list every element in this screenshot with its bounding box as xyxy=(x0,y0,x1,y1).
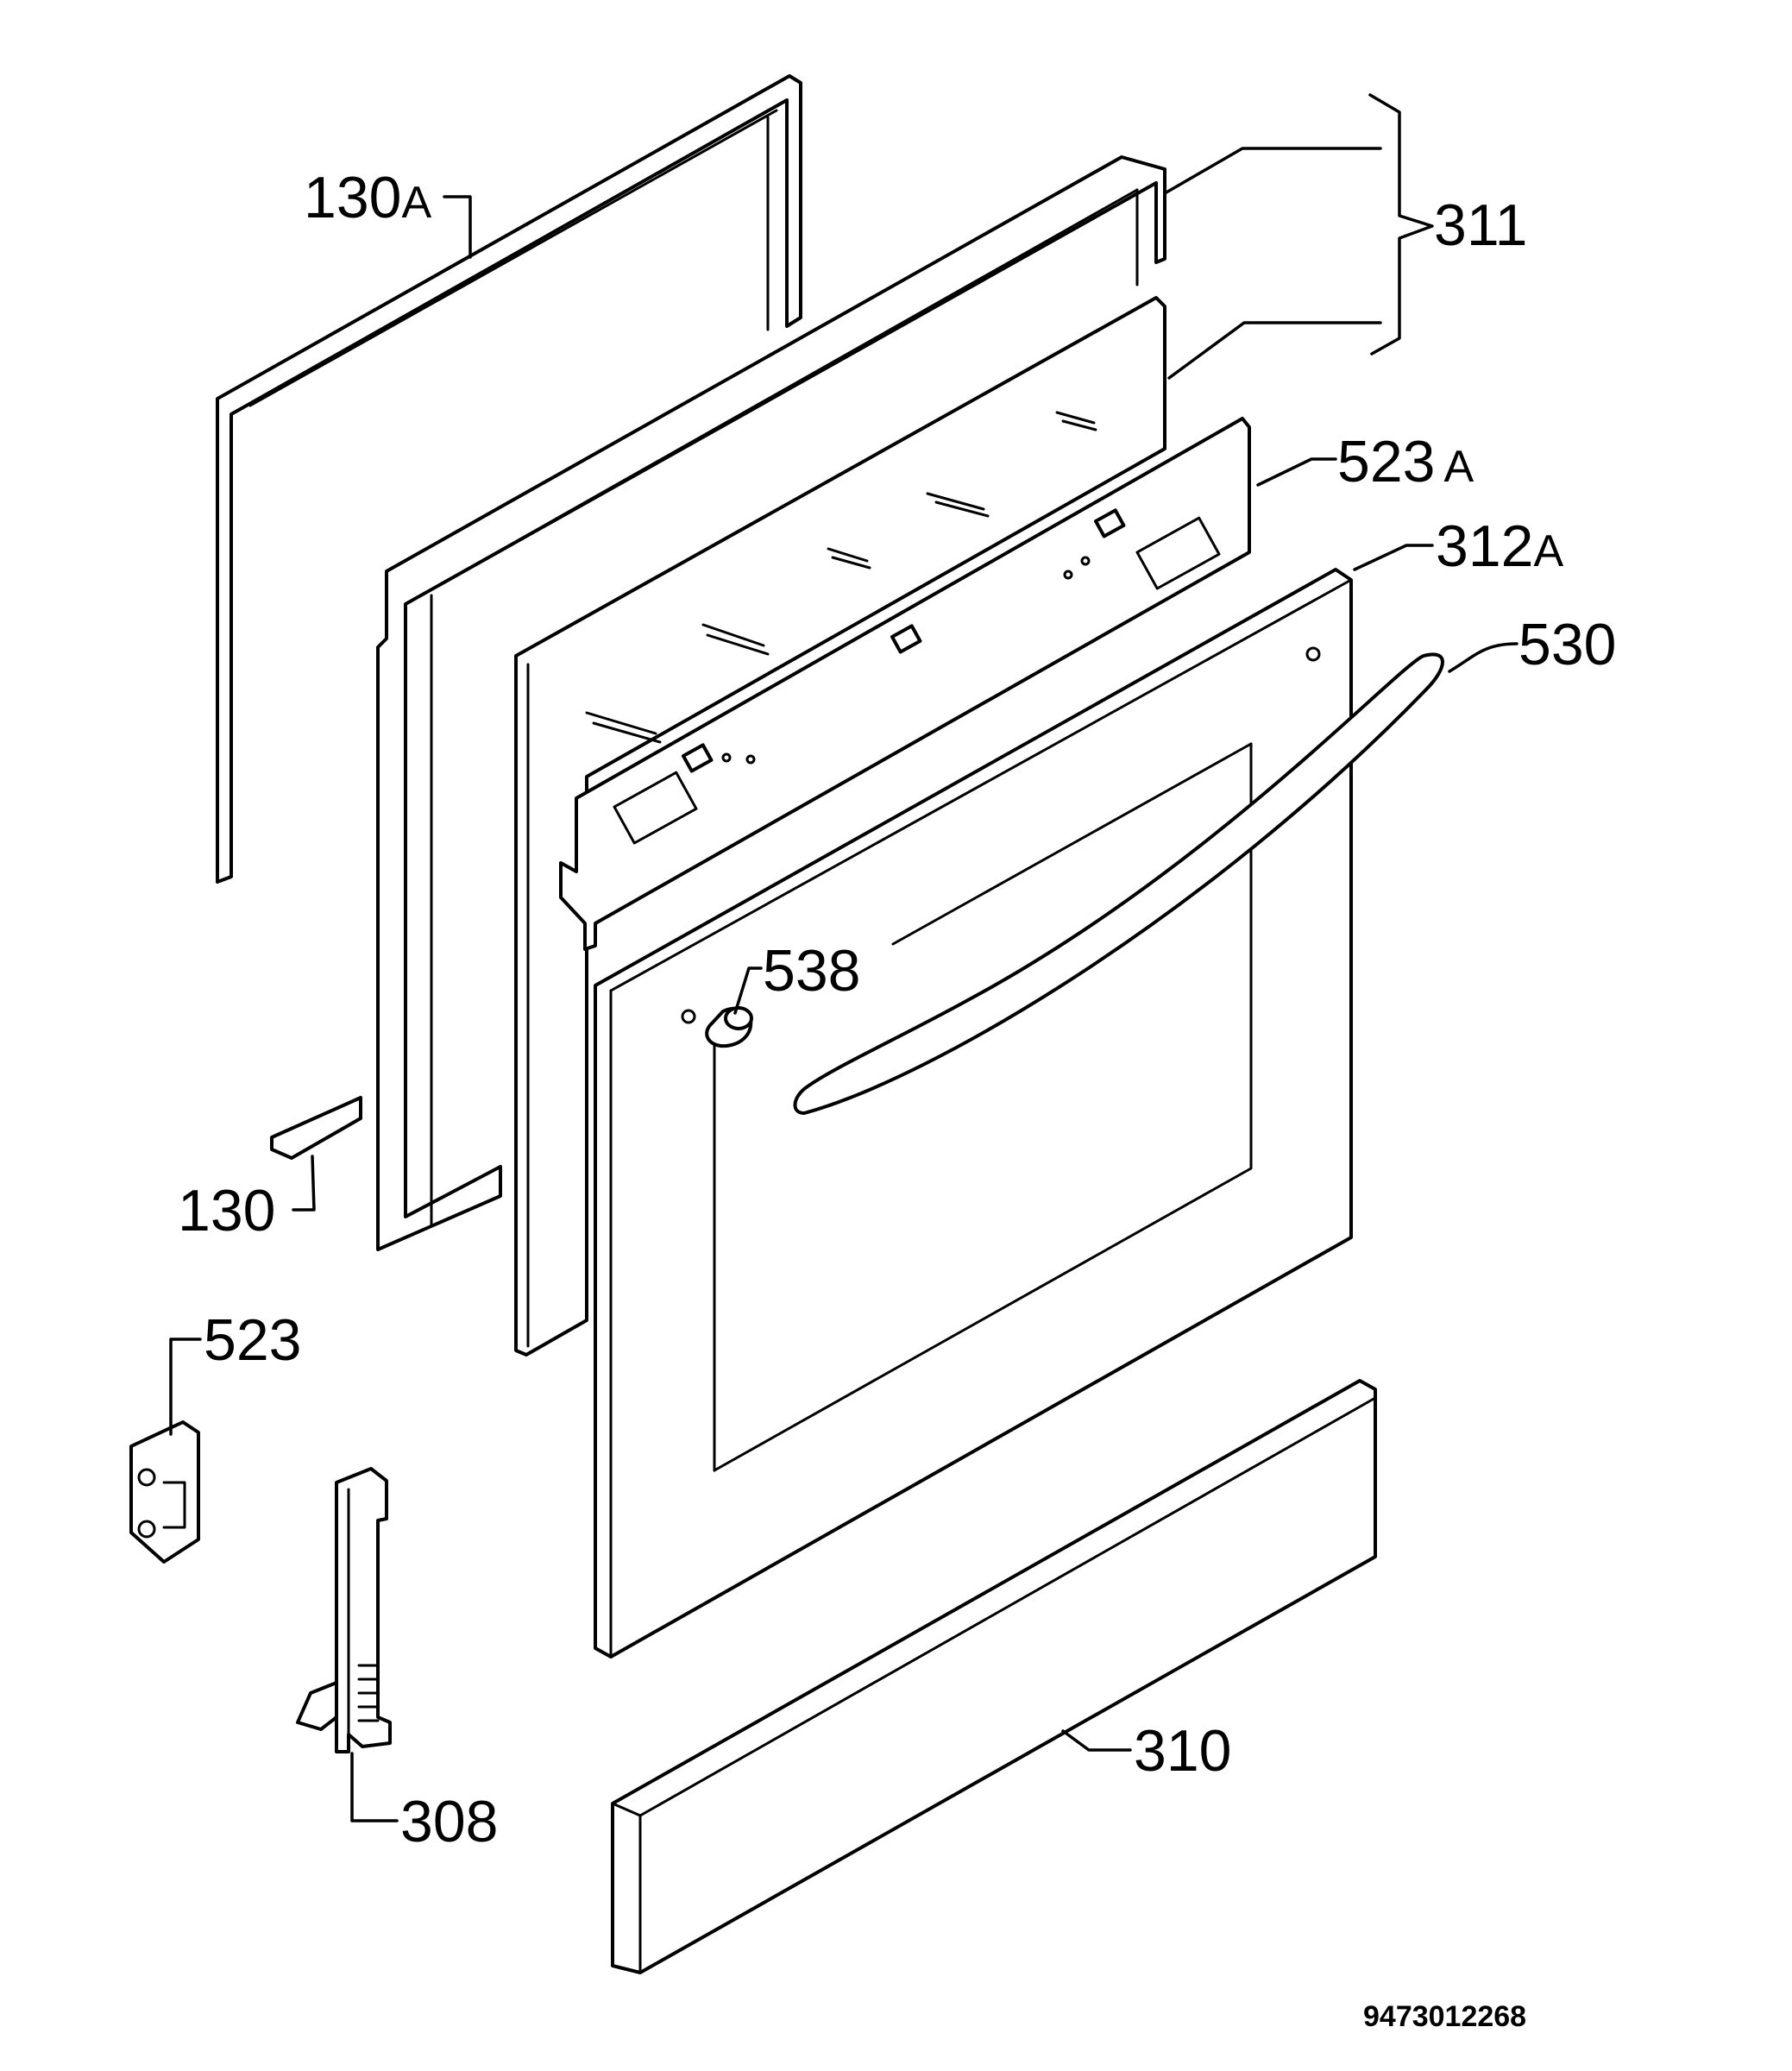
drawing-code: 9473012268 xyxy=(1363,2000,1526,2033)
callout-311: 311 xyxy=(1434,192,1527,258)
callout-308: 308 xyxy=(400,1789,498,1854)
leader-lines xyxy=(169,93,1518,1822)
part-311-inner-glass-frame xyxy=(376,155,1166,1251)
leader-523a xyxy=(1256,457,1337,487)
callout-310: 310 xyxy=(1134,1718,1231,1784)
leader-312a xyxy=(1353,544,1434,571)
part-530-handle xyxy=(793,652,1444,1115)
callout-530: 530 xyxy=(1518,612,1616,677)
callout-312a: 312A xyxy=(1436,513,1563,579)
part-523-hinge-block xyxy=(129,1420,200,1564)
callout-523: 523 xyxy=(204,1307,301,1373)
part-310-bottom-strip xyxy=(611,1379,1377,1974)
part-door-outer-panel xyxy=(594,568,1353,1659)
part-130-small-seal xyxy=(270,1096,362,1160)
callout-538: 538 xyxy=(763,938,860,1004)
part-312a-bracket-strip xyxy=(559,417,1251,951)
brace-311 xyxy=(1368,93,1434,356)
leader-130 xyxy=(292,1155,316,1212)
leader-311-bottom xyxy=(1167,321,1382,380)
leader-310 xyxy=(1061,1729,1132,1752)
leader-311-top xyxy=(1163,147,1382,195)
glass-reflection-marks xyxy=(585,411,1097,744)
part-308-hinge xyxy=(296,1467,392,1753)
leader-530 xyxy=(1448,642,1518,673)
callout-130: 130 xyxy=(178,1178,275,1243)
part-523a-middle-glass xyxy=(514,296,1166,1357)
leader-538 xyxy=(733,966,763,1015)
part-130a-door-seal xyxy=(216,74,802,884)
leader-523 xyxy=(169,1338,202,1436)
leader-130a xyxy=(443,195,472,259)
leader-308 xyxy=(350,1752,399,1822)
callout-130a: 130A xyxy=(304,165,431,230)
